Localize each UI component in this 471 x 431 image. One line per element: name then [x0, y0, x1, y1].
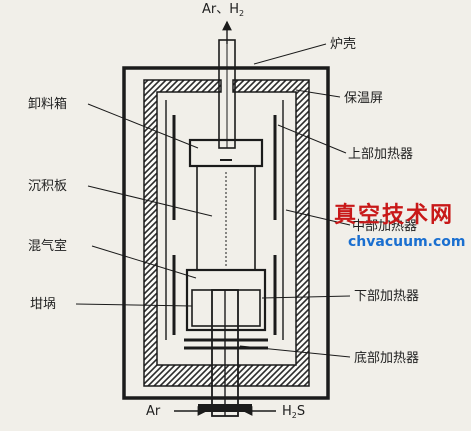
crucible-label: 坩埚 [30, 297, 56, 312]
furnace-shell [122, 66, 330, 400]
leader-lower-heater [261, 295, 351, 299]
bottom-heater-label: 底部加热器 [354, 350, 419, 366]
leader-crucible [75, 303, 193, 307]
middle-heater-label: 中部加热器 [352, 219, 417, 234]
unloading-box-label: 卸料箱 [28, 96, 67, 112]
leader-upper-heater [277, 124, 347, 154]
furnace-shell-label: 炉壳 [330, 37, 356, 52]
insulation-screen [143, 79, 310, 387]
unloading-box [188, 138, 264, 168]
inlet-flange [198, 404, 252, 412]
gas-out-label: Ar、H2 [202, 2, 244, 18]
watermark-url: chvacuum.com [348, 234, 465, 250]
leader-deposition-plate [87, 185, 213, 217]
insulation-screen-label: 保温屏 [344, 91, 383, 106]
leader-mixing-chamber [91, 245, 197, 279]
leader-insulation [295, 89, 341, 98]
mixing-chamber-box [185, 268, 267, 332]
gas-in-left-label: Ar [146, 404, 161, 419]
leader-middle-heater [285, 209, 351, 226]
deposition-plate-label: 沉积板 [28, 179, 67, 194]
lower-heater-label: 下部加热器 [354, 289, 419, 304]
gas-in-right-label: H2S [282, 404, 305, 420]
watermark-chinese: 真空技术网 [334, 202, 454, 228]
mixing-chamber-label: 混气室 [28, 238, 67, 254]
leader-unloading-box [87, 103, 199, 149]
leader-bottom-heater [239, 345, 351, 358]
leader-furnace-shell [253, 43, 327, 65]
upper-heater-label: 上部加热器 [348, 147, 413, 162]
crucible-box [191, 289, 261, 327]
